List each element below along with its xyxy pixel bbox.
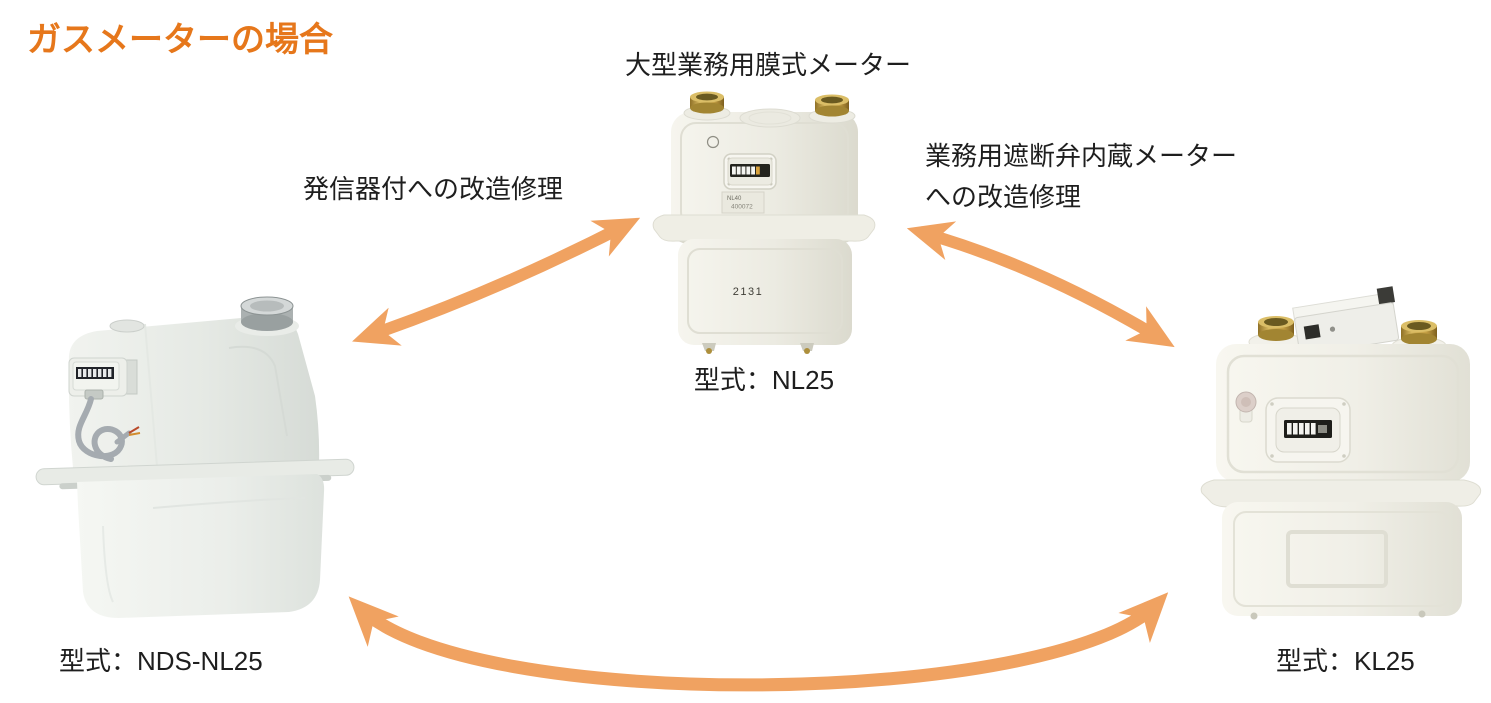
inlet-fitting-icon [690,91,724,114]
name-plate: NL40 400072 [721,191,765,214]
side-valve [1235,391,1257,423]
transmitter-cable [75,396,141,462]
plate-serial-text: 400072 [731,204,753,211]
shutoff-valve-unit [1292,286,1400,356]
outlet-fitting-icon [1401,320,1437,345]
body-marking-text: 2131 [733,286,763,298]
lower-case [1222,502,1462,616]
counter-window [723,153,777,190]
nds-nl25-meter-illustration [35,296,355,618]
right-arrow-label-line1: 業務用遮断弁内蔵メーター [925,141,1238,171]
kl25-meter-illustration [1200,286,1482,620]
kl25-model-label: 型式：KL25 [1276,646,1415,676]
nds-nl25-meter-photo [33,296,357,628]
pipe-fitting-icon [235,296,299,336]
left-arrow-label: 発信器付への改造修理 [303,174,564,204]
plate-model-text: NL40 [727,196,742,202]
nl25-meter-photo: NL40 400072 2131 [648,87,880,355]
meter-feet [702,343,814,354]
counter-window [1265,397,1351,463]
meter-feet [1250,612,1258,620]
lower-case [77,474,325,618]
outlet-fitting-icon [815,94,849,117]
embossed-panel [1286,530,1388,588]
nl25-model-label: 型式：NL25 [693,365,835,395]
right-double-arrow [906,221,1175,348]
top-boss [109,319,145,333]
right-arrow-label-line2: への改造修理 [925,182,1082,212]
right-arrow-label: 業務用遮断弁内蔵メーター への改造修理 [925,136,1237,218]
kl25-meter-photo [1196,280,1486,622]
bottom-double-arrow [348,592,1169,692]
left-double-arrow [352,217,641,346]
inlet-fitting-icon [1258,316,1294,341]
nl25-meter-illustration: NL40 400072 2131 [652,91,876,354]
upper-case [68,315,320,468]
top-meter-caption: 大型業務用膜式メーター [624,50,911,80]
certification-mark [706,135,720,149]
transmitter-counter-unit [68,357,138,400]
nds-nl25-model-label: 型式：NDS-NL25 [59,646,263,676]
lower-case [678,239,852,345]
page-title: ガスメーターの場合 [27,21,333,59]
